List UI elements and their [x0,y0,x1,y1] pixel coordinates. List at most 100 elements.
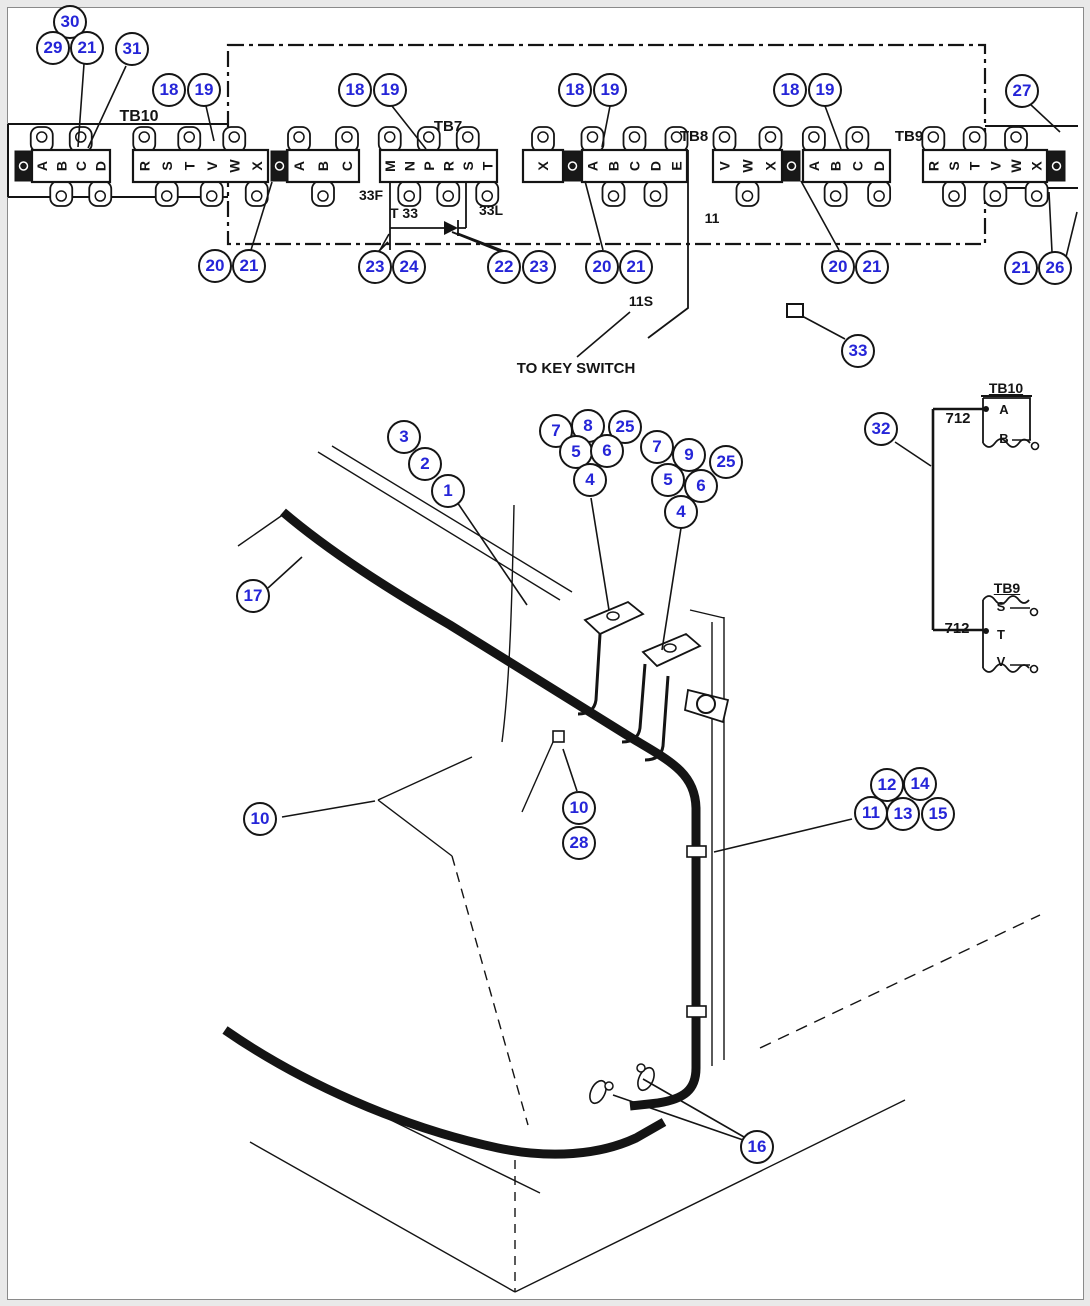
callout-balloon-10: 10 [243,802,277,836]
strip-end-screw [567,161,578,171]
strip-end-screw [1051,161,1062,171]
terminal-letter: B [606,161,622,171]
terminal-letter: B [828,161,844,171]
text-label-tb8: TB8 [679,127,709,145]
callout-balloon-26: 26 [1038,251,1072,285]
terminal-letter: B [53,161,69,171]
callout-balloon-17: 17 [236,579,270,613]
wire-11s-leader [576,311,631,358]
terminal-letter: C [627,161,643,171]
connector-33 [786,303,804,318]
strip-end-block [782,150,801,182]
terminal-letter: A [585,161,601,171]
callout-balloon-21: 21 [232,249,266,283]
terminal-letter: R [925,161,941,171]
text-label-33l: 33L [478,202,504,219]
callout-balloon-19: 19 [593,73,627,107]
wire-712 [931,395,1040,674]
mounting-blocks [577,600,730,762]
terminal-letter: W [226,159,242,173]
callout-balloon-20: 20 [585,250,619,284]
text-label-tb9: TB9 [993,580,1021,597]
callout-balloon-7: 7 [640,430,674,464]
text-label-s: S [996,598,1006,614]
callout-balloon-9: 9 [672,438,706,472]
callout-balloon-20: 20 [821,250,855,284]
callout-balloon-21: 21 [70,31,104,65]
callout-balloon-13: 13 [886,797,920,831]
terminal-rail-lines [7,123,1078,198]
terminal-letter: V [204,161,220,171]
terminal-letter: S [460,161,476,170]
text-label-11: 11 [704,210,720,227]
callout-balloon-21: 21 [1004,251,1038,285]
callout-balloon-31: 31 [115,32,149,66]
terminal-letter: M [382,160,398,172]
callout-balloon-14: 14 [903,767,937,801]
callout-balloon-11: 11 [854,796,888,830]
callout-balloon-23: 23 [358,250,392,284]
terminal-letter: X [249,161,265,171]
harness-cables [222,508,701,1159]
callout-balloon-2: 2 [408,447,442,481]
text-label-712: 712 [945,409,971,427]
strip-end-screw [274,161,285,171]
terminal-letter: T [479,161,495,170]
text-label-tb7: TB7 [433,117,463,135]
terminal-letter: A [291,161,307,171]
terminal-letter: S [159,161,175,170]
text-label-b: B [999,430,1009,446]
text-label-to-key-switch: TO KEY SWITCH [516,359,636,377]
callout-balloon-32: 32 [864,412,898,446]
terminal-letter: C [339,161,355,171]
terminal-letter: R [136,161,152,171]
callout-balloon-5: 5 [651,463,685,497]
terminal-letter: X [763,161,779,171]
terminal-letter: S [946,161,962,170]
terminal-letter: A [34,161,50,171]
text-label-712: 712 [944,619,970,637]
terminal-letter: E [669,161,685,170]
callout-balloon-21: 21 [619,250,653,284]
terminal-letter: T [181,161,197,170]
terminal-letter: P [421,161,437,170]
strip-end-block [1047,150,1066,182]
terminal-letter: D [871,161,887,171]
terminal-letter: V [987,161,1003,171]
strip-end-block [270,150,289,182]
text-label-t-33: T 33 [389,205,418,222]
terminal-letter: N [401,161,417,171]
callout-balloon-29: 29 [36,31,70,65]
terminal-letter: X [1029,161,1045,171]
callout-balloon-4: 4 [573,463,607,497]
text-label-11s: 11S [628,293,654,310]
text-label-tb10: TB10 [988,380,1024,397]
terminal-letter: W [740,159,756,173]
text-label-33f: 33F [358,187,384,204]
callout-balloon-27: 27 [1005,74,1039,108]
text-label-tb9: TB9 [894,127,924,145]
diode-symbol [444,221,458,235]
callout-balloon-1: 1 [431,474,465,508]
terminal-letter: T [967,161,983,170]
callout-balloon-3: 3 [387,420,421,454]
terminal-letter: A [806,161,822,171]
terminal-letter: W [1008,159,1024,173]
terminal-letter: C [73,161,89,171]
cable-clamps [552,730,707,1105]
text-label-a: A [999,401,1009,417]
callout-balloon-19: 19 [187,73,221,107]
callout-balloon-20: 20 [198,249,232,283]
callout-balloon-6: 6 [590,434,624,468]
text-label-t: T [997,626,1005,642]
